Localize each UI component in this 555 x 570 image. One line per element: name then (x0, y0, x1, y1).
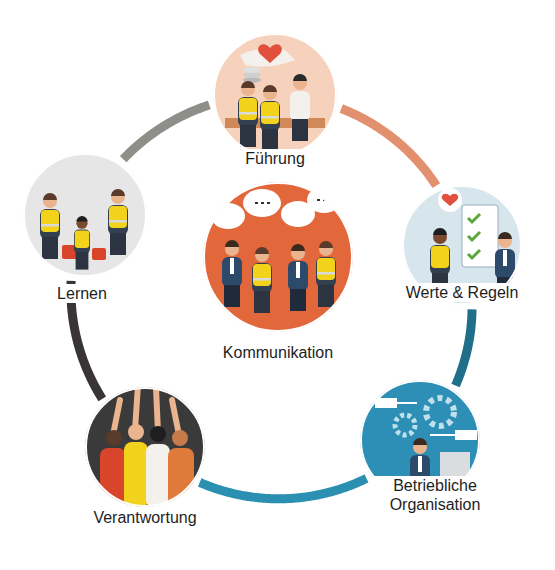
node-label: Verantwortung (90, 508, 199, 527)
circle-node: Lernen (23, 153, 147, 277)
circle-node: Kommunikation (203, 182, 353, 332)
communication-illustration (203, 182, 353, 332)
circle-outline (203, 182, 353, 332)
circle-node: Werte & Regeln (402, 185, 522, 305)
circle-outline (23, 153, 147, 277)
node-label: Führung (242, 149, 308, 168)
circle-border (214, 34, 336, 156)
learning-illustration (23, 153, 147, 277)
ring-arc (341, 109, 436, 186)
circle-border (403, 186, 521, 304)
circle-outline (213, 33, 337, 157)
node-label: Kommunikation (220, 343, 336, 362)
circle-node: Betriebliche Organisation (360, 380, 480, 500)
leadership-illustration (213, 33, 337, 157)
circle-border (24, 154, 146, 276)
node-label: Werte & Regeln (403, 283, 522, 302)
node-label: Lernen (54, 284, 110, 303)
responsibility-illustration (85, 385, 205, 508)
circle-border (204, 183, 352, 331)
node-label: Betriebliche Organisation (373, 476, 497, 514)
circle-border (86, 388, 204, 506)
circle-node: Führung (213, 33, 337, 157)
ring-arc (123, 105, 209, 159)
ring-arc (455, 309, 472, 385)
ring-arc (200, 478, 367, 498)
circle-node: Verantwortung (85, 387, 205, 507)
circle-outline (85, 387, 205, 507)
values-rules-illustration (402, 185, 522, 305)
